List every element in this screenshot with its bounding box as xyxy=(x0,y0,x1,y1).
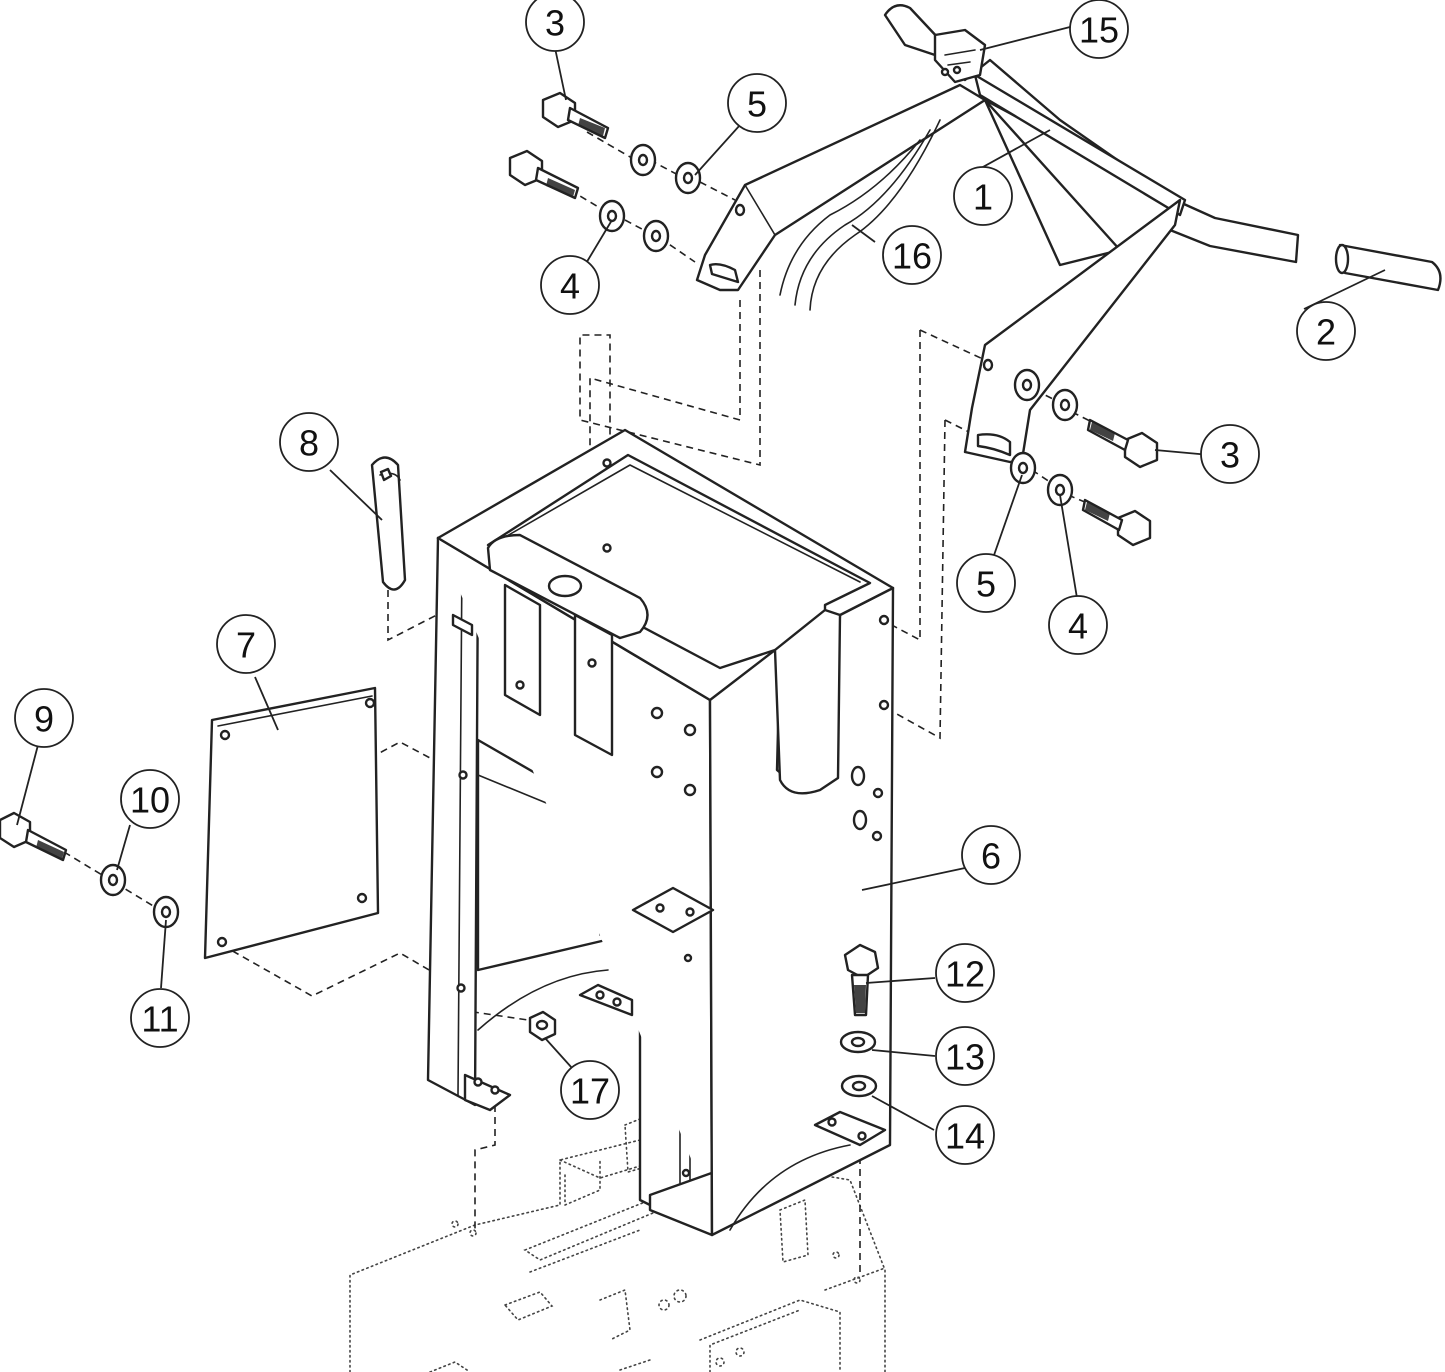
washer-part-5-right xyxy=(1009,451,1037,485)
grip-part-2 xyxy=(1334,243,1442,292)
callout-16: 16 xyxy=(882,225,942,285)
handle-bar-part-1 xyxy=(695,58,1300,464)
callout-3-right: 3 xyxy=(1200,424,1260,484)
callout-5-upper: 5 xyxy=(727,73,787,133)
washer-part-10 xyxy=(99,863,127,897)
callout-5-right: 5 xyxy=(956,553,1016,613)
callout-17: 17 xyxy=(560,1060,620,1120)
svg-text:6: 6 xyxy=(981,836,1001,877)
callout-11: 11 xyxy=(130,988,190,1048)
callout-1: 1 xyxy=(953,166,1013,226)
svg-text:11: 11 xyxy=(141,999,178,1040)
washer-part-13 xyxy=(839,1030,877,1054)
callout-8: 8 xyxy=(279,412,339,472)
bolt-part-3-upper xyxy=(541,91,610,140)
washer-part-5-upper xyxy=(674,161,702,195)
bolt-part-3-right-lower xyxy=(1081,498,1152,547)
bolt-part-3-lower-left xyxy=(508,149,580,200)
washers xyxy=(99,143,1079,1098)
svg-text:17: 17 xyxy=(570,1071,610,1112)
bolt-part-12 xyxy=(843,943,880,1017)
svg-text:2: 2 xyxy=(1316,312,1336,353)
callout-14: 14 xyxy=(935,1105,995,1165)
callout-6: 6 xyxy=(961,825,1021,885)
washer-part-4-right xyxy=(1046,473,1074,507)
svg-text:12: 12 xyxy=(945,954,985,995)
callout-4-right: 4 xyxy=(1048,595,1108,655)
svg-text:1: 1 xyxy=(973,177,993,218)
svg-text:5: 5 xyxy=(747,84,767,125)
cover-plate-part-7 xyxy=(203,686,380,960)
nut-part-17 xyxy=(528,1010,557,1042)
callout-10: 10 xyxy=(120,769,180,829)
svg-text:8: 8 xyxy=(299,423,319,464)
svg-text:5: 5 xyxy=(976,564,996,605)
callout-13: 13 xyxy=(935,1026,995,1086)
svg-text:14: 14 xyxy=(945,1116,985,1157)
svg-text:16: 16 xyxy=(892,236,932,277)
washer-right-a xyxy=(1013,368,1041,402)
svg-text:3: 3 xyxy=(545,3,565,44)
svg-text:7: 7 xyxy=(236,625,256,666)
callout-12: 12 xyxy=(935,943,995,1003)
callout-9: 9 xyxy=(14,688,74,748)
lever-plate-part-8 xyxy=(370,456,407,591)
svg-text:4: 4 xyxy=(1068,606,1088,647)
svg-text:4: 4 xyxy=(560,266,580,307)
bolt-part-9 xyxy=(0,811,68,862)
washer-upper-left-a xyxy=(629,143,657,177)
washer-upper-left-d xyxy=(642,219,670,253)
callout-7: 7 xyxy=(216,614,276,674)
svg-text:9: 9 xyxy=(34,699,54,740)
callout-4-upper: 4 xyxy=(540,255,600,315)
washer-part-14 xyxy=(840,1074,878,1098)
svg-text:15: 15 xyxy=(1079,10,1119,51)
callout-3-upper: 3 xyxy=(525,0,585,52)
lever-part-15 xyxy=(883,4,987,84)
main-frame-part-6 xyxy=(426,428,895,1237)
washer-right-b xyxy=(1051,388,1079,422)
washer-part-4-upper xyxy=(598,199,626,233)
svg-text:13: 13 xyxy=(945,1037,985,1078)
svg-text:10: 10 xyxy=(130,780,170,821)
callout-2: 2 xyxy=(1296,301,1356,361)
callout-15: 15 xyxy=(1069,0,1129,59)
bolt-part-3-right xyxy=(1086,418,1159,469)
svg-text:3: 3 xyxy=(1220,435,1240,476)
